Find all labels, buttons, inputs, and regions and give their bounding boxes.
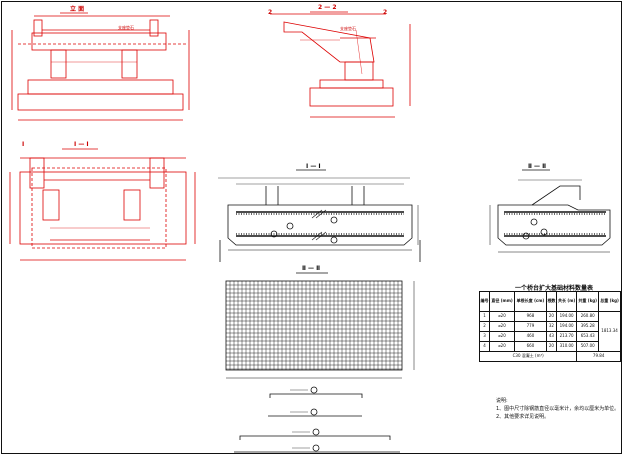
section-2-2-view: 2 — 2 2 2 支座垫石 — [268, 4, 411, 118]
rebar-mesh-grid — [226, 281, 402, 370]
table-cell: ⌀20 — [489, 311, 516, 322]
table-cell: 310.00 — [555, 341, 578, 352]
col-header: 直径 (mm) — [489, 291, 516, 312]
table-header-row: 编号 直径 (mm) 单根长度 (cm) 根数 共长 (m) 共重 (kg) 总… — [478, 291, 621, 312]
mesh-plan-title: Ⅱ — Ⅱ — [302, 265, 320, 272]
plan-mark-left: Ⅰ — [22, 141, 24, 148]
table-cell: 2 — [478, 321, 491, 332]
table-cell: 460 — [514, 331, 547, 342]
section-22-title: 2 — 2 — [318, 4, 337, 11]
table-cell: ⌀20 — [489, 321, 516, 332]
section-I-view: Ⅰ — Ⅰ — [218, 163, 421, 262]
col-header: 编号 — [478, 291, 491, 312]
table-cell: 1 — [478, 311, 491, 322]
notes-heading: 说明: — [496, 398, 508, 404]
table-cell: 194.00 — [555, 321, 578, 332]
col-header: 根数 — [545, 291, 557, 312]
col-header: 单根长度 (cm) — [514, 291, 547, 312]
concrete-row: C30 混凝土 (m³) 79.84 — [478, 351, 621, 362]
section-II-view: Ⅱ — Ⅱ — [489, 163, 611, 253]
elevation-callout: 支座垫石 — [118, 24, 134, 30]
table-cell: 20 — [545, 341, 557, 352]
note-item: 2、其他要求详见说明。 — [496, 414, 550, 420]
table-cell: 653.43 — [576, 331, 600, 342]
col-header: 总重 (kg) — [598, 291, 621, 312]
concrete-value: 79.84 — [576, 351, 621, 362]
total-weight-cell: 1813.34 — [598, 311, 621, 352]
table-cell: 4 — [478, 341, 491, 352]
table-cell: 20 — [545, 311, 557, 322]
table-cell: ⌀20 — [489, 331, 516, 342]
table-cell: 260.80 — [576, 311, 600, 322]
table-cell: 660 — [514, 341, 547, 352]
col-header: 共长 (m) — [555, 291, 578, 312]
table-cell: 32 — [545, 321, 557, 332]
mesh-plan-view: Ⅱ — Ⅱ — [225, 265, 415, 379]
table-cell: 43 — [545, 331, 557, 342]
note-item: 1、图中尺寸除钢筋直径以毫米计，余均以厘米为单位。 — [496, 406, 620, 412]
elevation-view: 立 面 支座垫石 — [11, 5, 190, 121]
table-cell: 194.00 — [555, 311, 578, 322]
section-I-title: Ⅰ — Ⅰ — [306, 163, 321, 170]
table-row: 1 ⌀20 968 20 194.00 260.80 1813.34 — [478, 311, 621, 352]
table-cell: 507.00 — [576, 341, 600, 352]
plan-11-title: Ⅰ — Ⅰ — [74, 141, 89, 148]
elevation-title: 立 面 — [70, 5, 84, 13]
plan-1-1-view: Ⅰ — Ⅰ Ⅰ — [9, 141, 196, 261]
material-table: 编号 直径 (mm) 单根长度 (cm) 根数 共长 (m) 共重 (kg) 总… — [478, 291, 621, 362]
notes-block: 说明: 1、图中尺寸除钢筋直径以毫米计，余均以厘米为单位。 2、其他要求详见说明… — [496, 397, 621, 421]
section-mark-2-right: 2 — [383, 9, 387, 16]
table-cell: ⌀20 — [489, 341, 516, 352]
bar-shapes — [234, 386, 400, 453]
material-table-title: 一个桥台扩大基础材料数量表 — [514, 285, 593, 292]
section-mark-2-left: 2 — [268, 9, 272, 16]
table-cell: 779 — [514, 321, 547, 332]
col-header: 共重 (kg) — [576, 291, 600, 312]
table-cell: 3 — [478, 331, 491, 342]
section-callout: 支座垫石 — [340, 25, 356, 31]
table-cell: 968 — [514, 311, 547, 322]
table-cell: 213.70 — [555, 331, 578, 342]
table-cell: 395.28 — [576, 321, 600, 332]
concrete-label: C30 混凝土 (m³) — [478, 351, 578, 362]
section-II-title: Ⅱ — Ⅱ — [528, 163, 546, 170]
